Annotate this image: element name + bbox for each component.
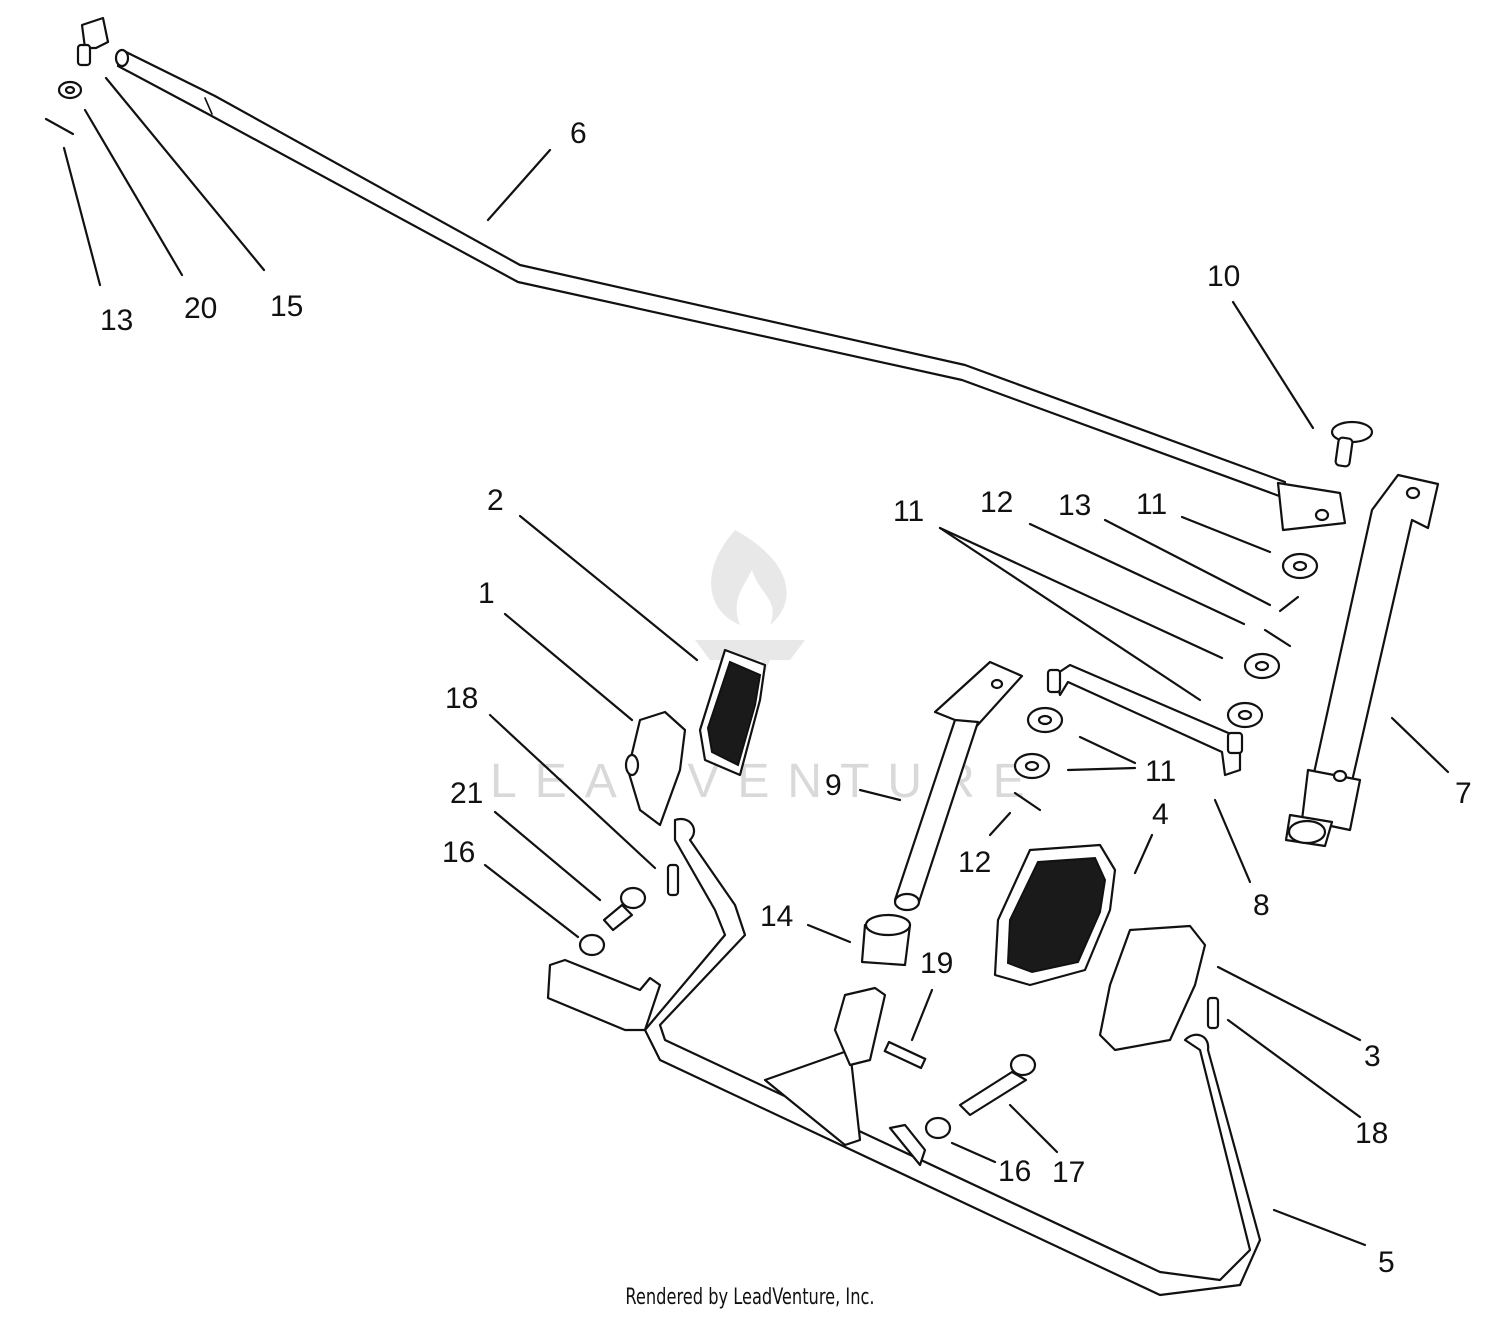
part-13-cotter-pin <box>44 117 75 136</box>
callout-10: 10 <box>1207 260 1240 293</box>
callout-11-middle: 11 <box>1145 755 1176 788</box>
part-7-pivot-rod <box>1284 473 1440 848</box>
part-11-washers <box>1013 552 1319 780</box>
callout-18-right: 18 <box>1355 1117 1388 1150</box>
part-9-shaft <box>893 660 1024 912</box>
part-2-pedal-pad <box>698 648 767 777</box>
callout-6: 6 <box>570 117 587 150</box>
part-18-pin-right <box>1206 996 1220 1030</box>
part-10-clevis-pin <box>1330 420 1374 468</box>
part-4-pedal-pad <box>993 843 1117 987</box>
part-8-link-rod <box>1046 663 1244 777</box>
part-20-washer-hole <box>64 85 76 95</box>
callout-7: 7 <box>1455 777 1472 810</box>
part-21-bolt <box>602 886 647 932</box>
callout-11-top-left: 11 <box>893 495 924 528</box>
part-16-nut-right <box>924 1116 952 1140</box>
callout-20: 20 <box>184 292 217 325</box>
part-15-clevis-pin <box>76 16 110 67</box>
callout-9: 9 <box>825 769 842 802</box>
callout-1: 1 <box>478 577 495 610</box>
callout-3: 3 <box>1364 1040 1381 1073</box>
callout-11-top-right: 11 <box>1136 488 1167 521</box>
callout-16-left: 16 <box>442 836 475 869</box>
part-13-cotter-pin-right <box>1278 595 1300 613</box>
callout-19: 19 <box>920 947 953 980</box>
part-5-pedal-frame <box>546 817 1262 1297</box>
part-6-shift-rod <box>114 48 1347 532</box>
part-1-pedal-plate <box>624 710 687 827</box>
part-3-pedal-plate <box>1098 924 1207 1052</box>
render-credit: Rendered by LeadVenture, Inc. <box>625 1285 875 1310</box>
callout-17: 17 <box>1052 1156 1085 1189</box>
callout-4: 4 <box>1152 798 1169 831</box>
callout-16-right: 16 <box>998 1155 1031 1188</box>
part-17-bolt <box>958 1053 1037 1117</box>
part-19-roll-pin <box>883 1040 927 1070</box>
callout-12-lower: 12 <box>958 846 991 879</box>
leader-lines <box>62 76 1450 1247</box>
part-12-cotter-pin-right <box>1263 628 1292 648</box>
callout-13-top: 13 <box>100 304 133 337</box>
part-12-cotter-pin-lower <box>1013 791 1042 812</box>
callout-21: 21 <box>450 777 483 810</box>
callout-14: 14 <box>760 900 793 933</box>
part-16-nut-left <box>578 933 606 957</box>
callout-12-top: 12 <box>980 486 1013 519</box>
callout-2: 2 <box>487 484 504 517</box>
part-18-pin-left <box>666 863 680 897</box>
callout-5: 5 <box>1378 1246 1395 1279</box>
callout-8: 8 <box>1253 889 1270 922</box>
callout-13-right: 13 <box>1058 489 1091 522</box>
callout-18-left: 18 <box>445 682 478 715</box>
callout-15: 15 <box>270 290 303 323</box>
part-14-bushing <box>860 913 912 967</box>
